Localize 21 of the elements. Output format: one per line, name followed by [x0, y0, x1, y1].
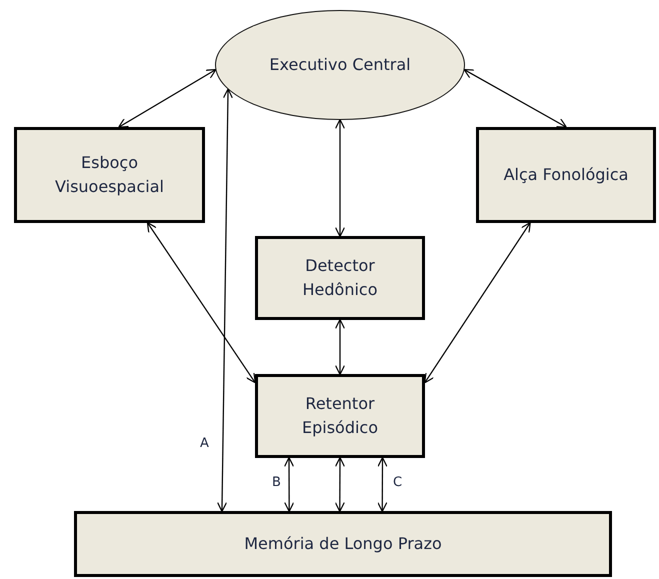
double-arrow [464, 69, 567, 128]
node-label: Esboço Visuoespacial [54, 152, 165, 198]
process-box [255, 374, 425, 458]
process-box [14, 127, 205, 223]
node-label: Memória de Longo Prazo [243, 533, 443, 555]
node-label: Detector Hedônico [302, 255, 378, 301]
double-arrow [334, 456, 346, 512]
double-arrow [334, 318, 346, 376]
double-arrow [118, 68, 216, 128]
node-label: Retentor Episódico [300, 393, 380, 439]
process-box [74, 511, 612, 577]
double-arrow [377, 456, 388, 512]
double-arrow [334, 118, 346, 238]
process-box [476, 127, 656, 223]
double-arrow [284, 456, 294, 512]
double-arrow [146, 222, 256, 384]
double-arrow [217, 88, 233, 512]
double-arrow [424, 222, 531, 384]
node-label: Executivo Central [268, 54, 412, 76]
process-box [255, 236, 425, 320]
node-label: Alça Fonológica [502, 164, 630, 186]
